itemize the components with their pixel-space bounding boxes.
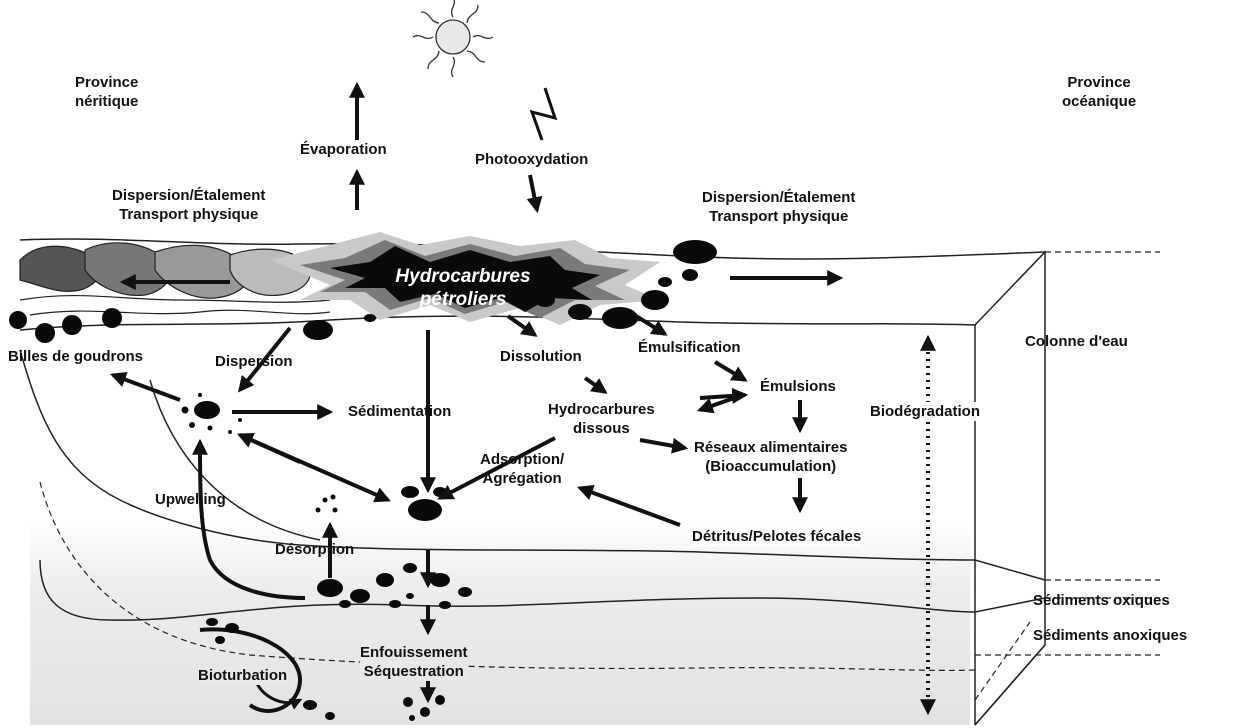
label-dissolution: Dissolution	[500, 348, 582, 365]
label-line: Dispersion/Étalement	[112, 187, 266, 204]
label-adsorption: Adsorption/ Agrégation	[480, 450, 564, 488]
tar-balls	[9, 308, 122, 343]
label-line: Province	[1067, 74, 1131, 91]
label-line: Adsorption/	[480, 451, 565, 468]
label-line: océanique	[1062, 93, 1137, 110]
label-line: Transport physique	[119, 206, 259, 223]
label-province-neritique: Province néritique	[75, 73, 138, 111]
label-enfouissement: Enfouissement Séquestration	[360, 643, 468, 681]
oil-slick-core	[330, 246, 600, 312]
process-arrows	[110, 81, 844, 704]
label-emulsions: Émulsions	[760, 378, 836, 395]
right-dashed-guides	[974, 251, 1160, 701]
label-sediments-anoxiques: Sédiments anoxiques	[1033, 627, 1188, 644]
label-emulsification: Émulsification	[638, 339, 741, 356]
label-bioturbation: Bioturbation	[198, 666, 288, 685]
label-sedimentation: Sédimentation	[348, 403, 452, 420]
anoxic-boundary	[39, 481, 976, 671]
label-desorption: Désorption	[275, 541, 355, 558]
label-line: Agrégation	[482, 470, 562, 487]
upwelling-arrow	[192, 438, 306, 600]
label-detritus: Détritus/Pelotes fécales	[692, 527, 862, 546]
label-line: Province	[75, 74, 139, 91]
lightning-icon	[529, 87, 558, 141]
label-line: Séquestration	[363, 663, 464, 680]
label-photooxydation: Photooxydation	[475, 151, 589, 168]
label-dispersion-right: Dispersion/Étalement Transport physique	[702, 188, 855, 226]
label-sediments-oxiques: Sédiments oxiques	[1033, 592, 1170, 609]
label-line: Hydrocarbures	[395, 266, 531, 287]
dispersed-droplets	[181, 393, 242, 434]
label-line: (Bioaccumulation)	[705, 458, 837, 475]
label-evaporation: Évaporation	[300, 141, 387, 158]
label-line: Transport physique	[709, 208, 849, 225]
label-hydrocarbures-dissous: Hydrocarbures dissous	[548, 400, 655, 438]
label-dispersion-left: Dispersion/Étalement Transport physique	[112, 186, 265, 224]
label-dispersion: Dispersion	[215, 353, 293, 370]
sediment-droplets	[317, 563, 472, 609]
label-line: Dispersion/Étalement	[702, 189, 856, 206]
label-line: pétroliers	[419, 289, 507, 310]
desorption-droplets	[315, 494, 338, 513]
sun-icon	[412, 0, 494, 78]
reverse-arrowheads	[237, 432, 301, 464]
surface-oil-droplets	[303, 240, 717, 340]
label-line: Réseaux alimentaires	[694, 439, 848, 456]
label-upwelling: Upwelling	[155, 491, 226, 508]
label-biodegradation: Biodégradation	[870, 402, 981, 421]
label-line: Enfouissement	[360, 644, 468, 661]
slick-waves	[19, 242, 331, 316]
label-line: dissous	[573, 420, 630, 437]
label-province-oceanique: Province océanique	[1062, 73, 1136, 111]
label-colonne-eau: Colonne d'eau	[1025, 333, 1128, 350]
label-line: néritique	[75, 93, 139, 110]
label-billes-goudrons: Billes de goudrons	[8, 348, 144, 365]
label-line: Hydrocarbures	[548, 401, 655, 418]
label-reseaux-alimentaires: Réseaux alimentaires (Bioaccumulation)	[694, 438, 847, 476]
aggregate-droplets	[401, 486, 447, 521]
label-hydrocarbures-petroliers: Hydrocarbures pétroliers	[378, 265, 548, 311]
buried-droplets	[403, 695, 445, 721]
